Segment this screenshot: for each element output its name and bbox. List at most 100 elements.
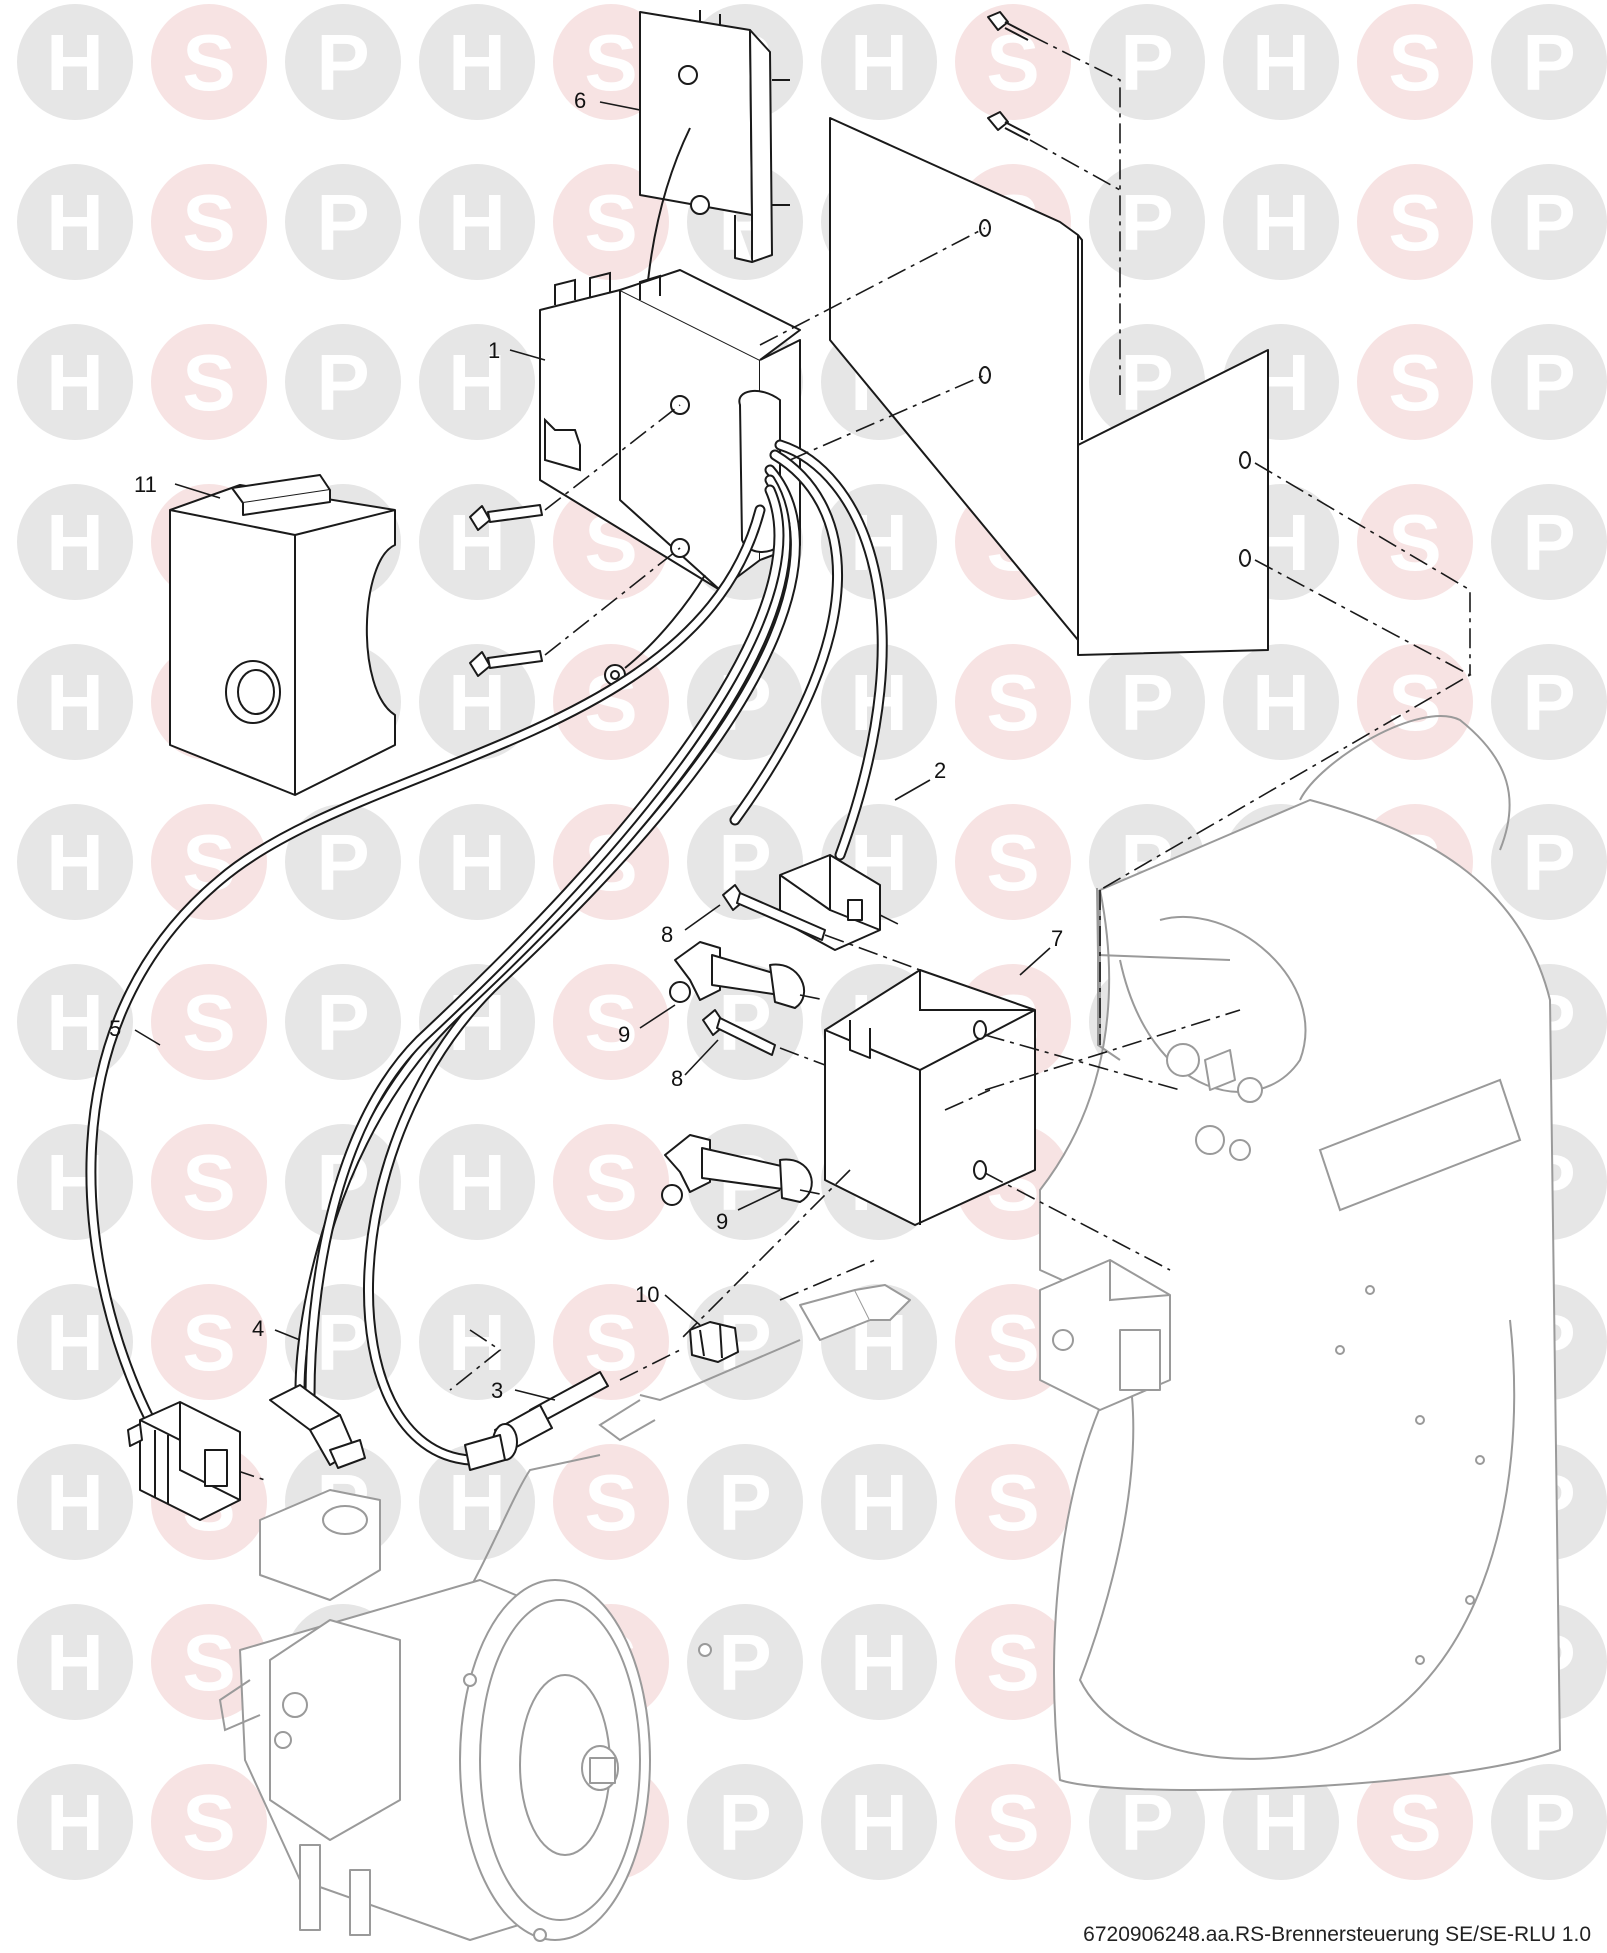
- part-5-connector: [127, 1401, 241, 1521]
- watermark-letter: H: [850, 18, 908, 107]
- watermark-letter: P: [1522, 818, 1575, 907]
- watermark-circle: [687, 1444, 803, 1560]
- watermark-circle: [687, 1764, 803, 1880]
- watermark-letter: H: [448, 1138, 506, 1227]
- watermark-circle: [1491, 324, 1607, 440]
- diagram-caption: 6720906248.aa.RS-Brennersteuerung SE/SE-…: [1081, 1923, 1593, 1947]
- watermark-letter: H: [850, 1778, 908, 1867]
- watermark-letter: H: [46, 818, 104, 907]
- watermark-circle: [955, 1604, 1071, 1720]
- watermark-circle: [553, 1444, 669, 1560]
- watermark-letter: S: [986, 1298, 1039, 1387]
- watermark-letter: H: [1252, 658, 1310, 747]
- leader-lines: [134, 101, 1051, 1401]
- watermark-circle: [687, 1284, 803, 1400]
- callout-2: 2: [934, 758, 946, 783]
- watermark-circle: [151, 1284, 267, 1400]
- watermark-letter: H: [448, 338, 506, 427]
- watermark-letter: H: [46, 1618, 104, 1707]
- watermark-letter: P: [1120, 658, 1173, 747]
- watermark-circle: [1223, 164, 1339, 280]
- part-11-cover-plate: [169, 474, 396, 796]
- watermark-circle: [17, 484, 133, 600]
- watermark-circle: [1223, 4, 1339, 120]
- watermark-letter: S: [986, 1458, 1039, 1547]
- watermark-letter: S: [986, 658, 1039, 747]
- watermark-letter: P: [1120, 1778, 1173, 1867]
- watermark-circle: [1357, 164, 1473, 280]
- watermark-circle: [955, 1444, 1071, 1560]
- watermark-circle: [1089, 164, 1205, 280]
- watermark-letter: S: [1388, 658, 1441, 747]
- callout-8-upper: 8: [661, 922, 673, 947]
- watermark-circle: [17, 1764, 133, 1880]
- watermark-circle: [1223, 644, 1339, 760]
- watermark-circle: [1089, 4, 1205, 120]
- watermark-letter: P: [316, 978, 369, 1067]
- watermark-letter: S: [182, 1138, 235, 1227]
- watermark-circle: [151, 1124, 267, 1240]
- watermark-circle: [1357, 1764, 1473, 1880]
- watermark-letter: H: [1252, 1778, 1310, 1867]
- blower-housing: [1039, 715, 1561, 1791]
- callout-labels: 6 1 11 2 7 8 9 8 9 10 3 4 5: [109, 88, 1063, 1403]
- part-9-elbow-connectors: [661, 941, 813, 1206]
- watermark-circle: [17, 644, 133, 760]
- watermark-circle: [1089, 644, 1205, 760]
- watermark-letter: H: [850, 1618, 908, 1707]
- watermark-letter: P: [1120, 18, 1173, 107]
- watermark-circle: [285, 804, 401, 920]
- watermark-letter: S: [182, 338, 235, 427]
- watermark-circle: [17, 804, 133, 920]
- watermark-letter: S: [584, 978, 637, 1067]
- watermark-circle: [17, 1284, 133, 1400]
- watermark-letter: S: [182, 18, 235, 107]
- watermark-circle: [821, 1604, 937, 1720]
- watermark-letter: S: [986, 1618, 1039, 1707]
- callout-1: 1: [488, 338, 500, 363]
- watermark-letter: P: [316, 818, 369, 907]
- watermark-circle: [17, 4, 133, 120]
- watermark-circle: [821, 1764, 937, 1880]
- watermark-letter: H: [448, 1298, 506, 1387]
- watermark-circle: [419, 324, 535, 440]
- watermark-circle: [419, 1124, 535, 1240]
- watermark-letter: P: [1522, 1778, 1575, 1867]
- watermark-circle: [1491, 804, 1607, 920]
- watermark-letter: S: [986, 818, 1039, 907]
- watermark-letter: S: [1388, 178, 1441, 267]
- watermark-circle: [1491, 4, 1607, 120]
- watermark-circle: [151, 804, 267, 920]
- watermark-letter: H: [46, 178, 104, 267]
- watermark-letter: H: [448, 1458, 506, 1547]
- watermark-circle: [151, 1604, 267, 1720]
- watermark-letter: P: [1522, 178, 1575, 267]
- watermark-letter: H: [46, 498, 104, 587]
- control-box-screws: [469, 504, 706, 686]
- watermark-letter: S: [1388, 1778, 1441, 1867]
- watermark-letter: S: [182, 178, 235, 267]
- watermark-circle: [1223, 1764, 1339, 1880]
- watermark-letter: H: [46, 338, 104, 427]
- watermark-circle: [419, 804, 535, 920]
- watermark-circle: [17, 324, 133, 440]
- watermark-letter: S: [584, 1138, 637, 1227]
- watermark-circle: [419, 1284, 535, 1400]
- watermark-circle: [285, 964, 401, 1080]
- ignition-electrode: [449, 1284, 911, 1621]
- callout-8-lower: 8: [671, 1066, 683, 1091]
- callout-5: 5: [109, 1016, 121, 1041]
- mounting-bracket: [829, 117, 1269, 656]
- watermark-letter: H: [46, 18, 104, 107]
- cable-harness: [85, 439, 888, 1466]
- watermark-letter: S: [1388, 498, 1441, 587]
- part-1-control-box: [539, 269, 801, 591]
- callout-9-upper: 9: [618, 1022, 630, 1047]
- watermark-letter: P: [1522, 338, 1575, 427]
- watermark-letter: P: [1522, 658, 1575, 747]
- watermark-letter: P: [316, 178, 369, 267]
- watermark-letter: H: [46, 1298, 104, 1387]
- watermark-letter: P: [1522, 18, 1575, 107]
- watermark-letter: P: [1522, 498, 1575, 587]
